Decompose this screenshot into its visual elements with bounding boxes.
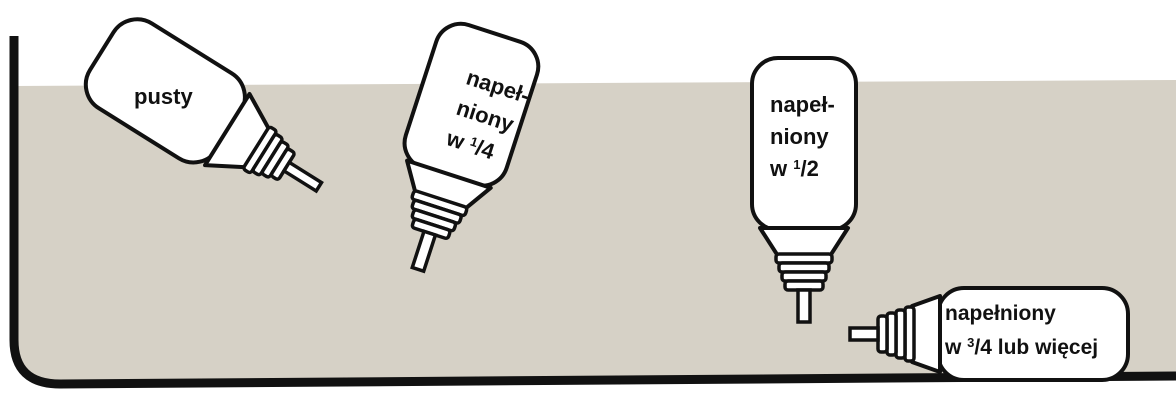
fraction-numerator: 1 <box>793 157 800 172</box>
bottle-label-empty: pusty <box>134 84 193 109</box>
label-line: pusty <box>134 84 193 109</box>
label-suffix: lub więcej <box>992 336 1098 359</box>
bottle-nozzle <box>850 328 878 340</box>
label-line: w <box>944 336 967 359</box>
label-line: w <box>769 156 793 181</box>
bottle-shoulder <box>760 228 848 256</box>
fraction-numerator: 3 <box>967 335 974 350</box>
bottle-shoulder <box>912 296 940 372</box>
fraction-denominator: /4 <box>974 336 992 359</box>
fraction-denominator: /2 <box>800 156 818 181</box>
label-line: napełniony <box>945 302 1056 325</box>
label-line: napeł- <box>770 92 835 117</box>
bottle-nozzle <box>798 290 810 322</box>
label-line: niony <box>770 124 829 149</box>
